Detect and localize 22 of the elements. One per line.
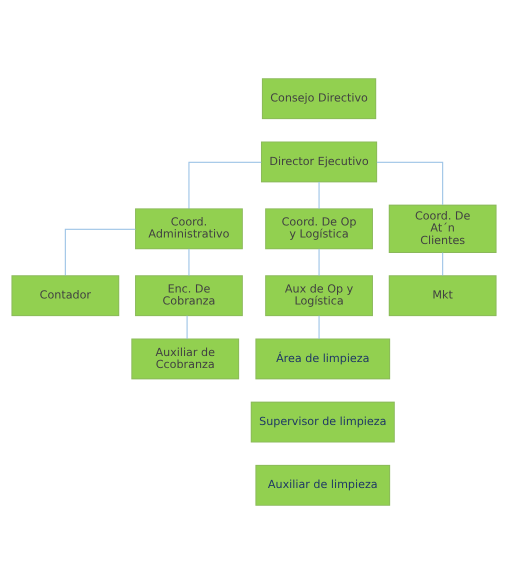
connector (318, 315, 320, 338)
node-box: Auxiliar de Ccobranza (131, 338, 240, 379)
node-box: Auxiliar de limpieza (255, 464, 390, 506)
connector (188, 248, 190, 276)
node-box: Enc. De Cobranza (135, 274, 243, 316)
node-box: Coord. Administrativo (135, 208, 243, 249)
connector (318, 248, 320, 276)
node-box: Director Ejecutivo (260, 140, 378, 182)
connector (442, 252, 444, 276)
connector (318, 181, 320, 208)
node-box: Consejo Directivo (262, 78, 376, 119)
node-box: Contador (11, 274, 120, 316)
node-box: Coord. De At´n Clientes (388, 204, 497, 252)
node-box: Coord. De Op y Logística (265, 208, 373, 249)
connector (64, 228, 136, 275)
node-box: Área de limpieza (255, 338, 390, 379)
connector (188, 161, 262, 208)
node-box: Aux de Op y Logística (265, 274, 373, 316)
connector (186, 315, 188, 338)
connector (376, 161, 444, 204)
node-box: Supervisor de limpieza (250, 401, 395, 442)
node-box: Mkt (388, 274, 497, 316)
